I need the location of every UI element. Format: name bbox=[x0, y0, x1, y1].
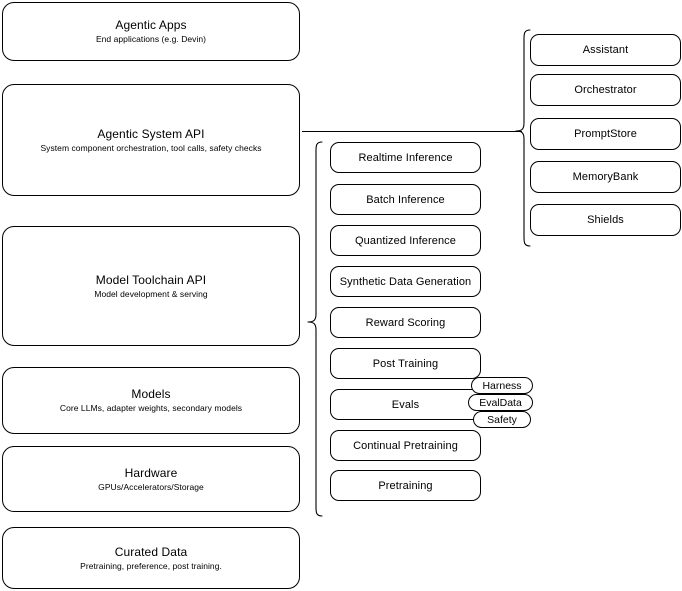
layer-box-models[interactable]: Models Core LLMs, adapter weights, secon… bbox=[2, 367, 300, 434]
toolchain-label: Reward Scoring bbox=[365, 316, 446, 329]
system-box-orchestrator[interactable]: Orchestrator bbox=[530, 74, 681, 106]
toolchain-box-synthetic-data-generation[interactable]: Synthetic Data Generation bbox=[330, 266, 481, 297]
layer-title: Models bbox=[131, 387, 171, 401]
eval-pill-safety[interactable]: Safety bbox=[473, 411, 531, 428]
layer-box-model-toolchain-api[interactable]: Model Toolchain API Model development & … bbox=[2, 226, 300, 346]
system-label: Shields bbox=[587, 214, 624, 226]
layer-title: Agentic Apps bbox=[115, 18, 187, 32]
layer-subtitle: Pretraining, preference, post training. bbox=[80, 560, 222, 571]
layer-subtitle: GPUs/Accelerators/Storage bbox=[98, 481, 204, 492]
eval-pill-label: Safety bbox=[487, 413, 517, 426]
eval-pill-label: EvalData bbox=[479, 396, 522, 409]
system-label: Assistant bbox=[582, 44, 629, 56]
toolchain-box-continual-pretraining[interactable]: Continual Pretraining bbox=[330, 430, 481, 461]
layer-title: Agentic System API bbox=[97, 126, 205, 141]
toolchain-box-realtime-inference[interactable]: Realtime Inference bbox=[330, 142, 481, 173]
toolchain-label: Continual Pretraining bbox=[353, 439, 458, 452]
toolchain-label: Evals bbox=[391, 398, 420, 411]
toolchain-label: Realtime Inference bbox=[358, 151, 453, 164]
system-box-promptstore[interactable]: PromptStore bbox=[530, 118, 681, 150]
toolchain-box-post-training[interactable]: Post Training bbox=[330, 348, 481, 379]
system-box-memorybank[interactable]: MemoryBank bbox=[530, 161, 681, 193]
layer-box-agentic-system-api[interactable]: Agentic System API System component orch… bbox=[2, 84, 300, 196]
toolchain-box-batch-inference[interactable]: Batch Inference bbox=[330, 184, 481, 215]
toolchain-box-pretraining[interactable]: Pretraining bbox=[330, 470, 481, 501]
layer-box-hardware[interactable]: Hardware GPUs/Accelerators/Storage bbox=[2, 446, 300, 512]
system-label: Orchestrator bbox=[574, 84, 637, 96]
eval-pill-harness[interactable]: Harness bbox=[471, 377, 533, 394]
layer-subtitle: Model development & serving bbox=[94, 288, 208, 299]
system-label: PromptStore bbox=[574, 128, 637, 140]
toolchain-box-evals[interactable]: Evals bbox=[330, 389, 481, 420]
eval-pill-evaldata[interactable]: EvalData bbox=[468, 394, 533, 411]
layer-box-curated-data[interactable]: Curated Data Pretraining, preference, po… bbox=[2, 527, 300, 589]
toolchain-label: Batch Inference bbox=[366, 193, 445, 206]
layer-title: Curated Data bbox=[114, 544, 188, 559]
layer-box-agentic-apps[interactable]: Agentic Apps End applications (e.g. Devi… bbox=[2, 2, 300, 61]
toolchain-label: Pretraining bbox=[378, 479, 433, 492]
layer-title: Hardware bbox=[124, 465, 178, 480]
toolchain-label: Post Training bbox=[372, 357, 439, 370]
system-label: MemoryBank bbox=[572, 171, 639, 183]
layer-title: Model Toolchain API bbox=[95, 272, 207, 287]
toolchain-box-quantized-inference[interactable]: Quantized Inference bbox=[330, 225, 481, 256]
brace-system-components bbox=[515, 29, 531, 247]
toolchain-label: Quantized Inference bbox=[355, 234, 456, 247]
layer-subtitle: Core LLMs, adapter weights, secondary mo… bbox=[59, 403, 243, 413]
layer-subtitle: End applications (e.g. Devin) bbox=[95, 34, 207, 44]
toolchain-box-reward-scoring[interactable]: Reward Scoring bbox=[330, 307, 481, 338]
connector-line-system-api-to-components bbox=[302, 131, 522, 132]
system-box-assistant[interactable]: Assistant bbox=[530, 34, 681, 66]
layer-subtitle: System component orchestration, tool cal… bbox=[40, 142, 262, 153]
brace-toolchain-components bbox=[307, 141, 323, 517]
system-box-shields[interactable]: Shields bbox=[530, 204, 681, 236]
toolchain-label: Synthetic Data Generation bbox=[339, 275, 472, 288]
eval-pill-label: Harness bbox=[482, 379, 522, 392]
